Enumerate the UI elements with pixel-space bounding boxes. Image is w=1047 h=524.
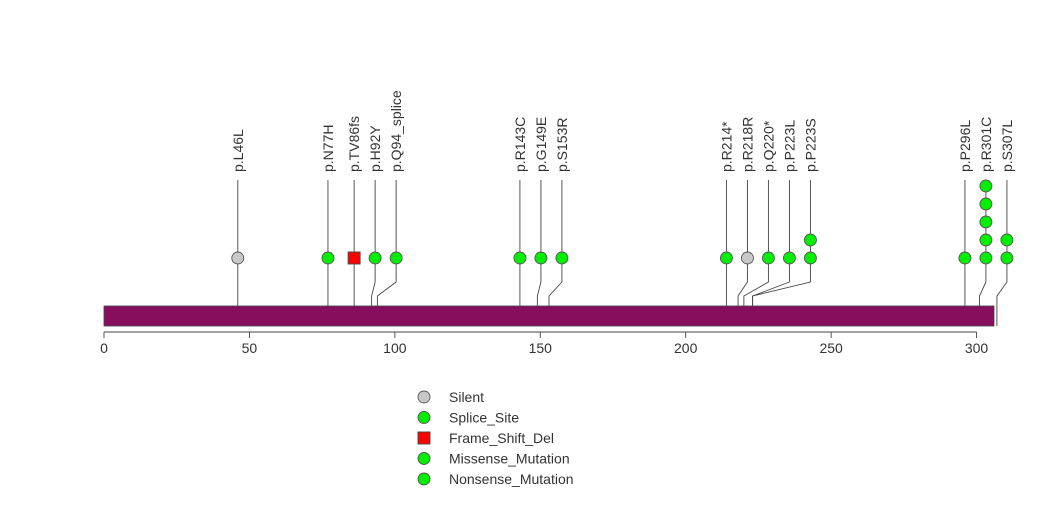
legend-label: Splice_Site	[449, 410, 519, 426]
x-tick-label: 250	[819, 340, 843, 356]
mutation-point	[1000, 251, 1014, 265]
mutation-label: p.S153R	[554, 118, 570, 172]
x-axis: 0 50 100 150 200 250 300	[100, 331, 989, 356]
legend-label: Frame_Shift_Del	[449, 430, 554, 446]
legend-label: Missense_Mutation	[449, 451, 570, 467]
points-layer	[231, 179, 1014, 265]
mutation-point	[555, 251, 569, 265]
x-tick-label: 50	[242, 340, 258, 356]
mutation-point	[761, 251, 775, 265]
mutation-label: p.N77H	[320, 125, 336, 172]
mutation-point	[803, 251, 817, 265]
legend-swatch	[417, 390, 431, 404]
legend-label: Nonsense_Mutation	[449, 471, 574, 487]
mutation-label: p.H92Y	[367, 125, 383, 172]
mutation-label: p.S307L	[999, 120, 1015, 172]
mutation-point	[782, 251, 796, 265]
lollipop-stem	[752, 180, 811, 326]
mutation-label: p.P223S	[802, 118, 818, 172]
mutation-label: p.Q94_splice	[388, 90, 404, 172]
mutation-point	[321, 251, 335, 265]
mutation-label: p.R301C	[978, 117, 994, 172]
mutation-point	[979, 233, 993, 247]
mutation-label: p.R143C	[512, 117, 528, 172]
x-tick-label: 300	[965, 340, 989, 356]
x-tick-label: 150	[529, 340, 553, 356]
mutation-label: p.P296L	[957, 120, 973, 172]
protein-bar	[103, 305, 995, 327]
mutation-label: p.Q220*	[760, 120, 776, 172]
mutation-point	[347, 251, 361, 265]
x-tick-label: 0	[100, 340, 108, 356]
legend: SilentSplice_SiteFrame_Shift_DelMissense…	[417, 389, 574, 487]
mutation-label: p.R214*	[718, 121, 734, 172]
x-tick-label: 100	[383, 340, 407, 356]
mutation-label: p.L46L	[230, 129, 246, 172]
mutation-point	[231, 251, 245, 265]
mutation-point	[513, 251, 527, 265]
legend-label: Silent	[449, 389, 484, 405]
mutation-label: p.P223L	[781, 120, 797, 172]
mutation-point	[979, 179, 993, 193]
mutation-point	[803, 233, 817, 247]
lollipop-stem	[996, 180, 1008, 326]
mutation-point	[1000, 233, 1014, 247]
legend-swatch	[417, 472, 431, 486]
mutation-labels: p.L46L p.N77H p.TV86fs p.H92Y p.Q94_splice p.…	[230, 90, 1015, 172]
legend-swatch	[417, 431, 431, 445]
mutation-point	[740, 251, 754, 265]
mutation-point	[979, 215, 993, 229]
x-tick-label: 200	[674, 340, 698, 356]
legend-swatch	[417, 452, 431, 465]
mutation-point	[534, 251, 548, 265]
mutation-point	[719, 251, 733, 265]
mutation-point	[958, 251, 972, 265]
mutation-point	[389, 251, 403, 265]
mutation-label: p.R218R	[739, 117, 755, 172]
mutation-label: p.G149E	[533, 117, 549, 172]
mutation-point	[979, 251, 993, 265]
mutation-point	[368, 251, 382, 265]
mutation-label: p.TV86fs	[346, 116, 362, 172]
legend-swatch	[417, 411, 431, 424]
mutation-point	[979, 197, 993, 211]
